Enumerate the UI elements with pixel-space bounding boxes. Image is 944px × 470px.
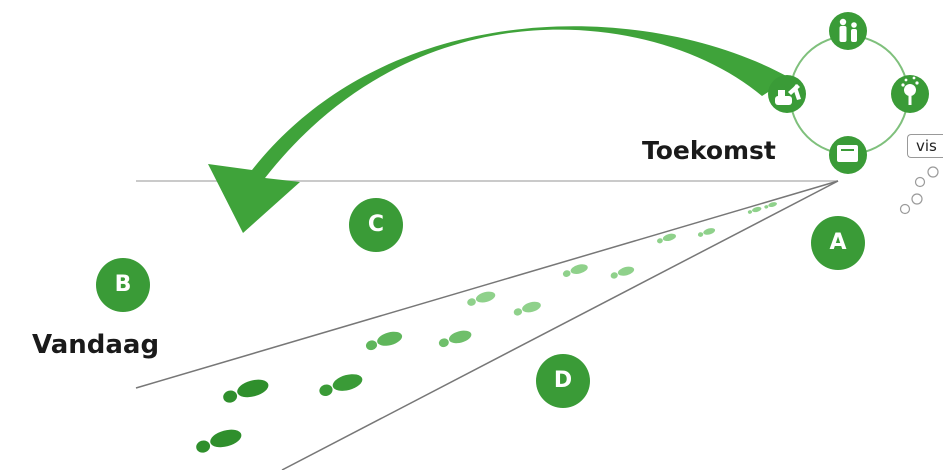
- footprint: [365, 331, 403, 351]
- footprint: [562, 264, 588, 277]
- path-line-lower: [281, 180, 839, 470]
- label-today: Vandaag: [32, 330, 160, 360]
- footprint: [467, 291, 496, 306]
- vis-callout: vis: [907, 134, 943, 158]
- marker-d: D: [536, 354, 590, 408]
- marker-a: A: [811, 216, 865, 270]
- footprint: [610, 266, 635, 279]
- marker-b: B: [96, 258, 150, 312]
- footprints: [196, 202, 777, 453]
- return-arrow: [208, 26, 790, 233]
- footprint: [438, 330, 472, 348]
- footprint: [657, 233, 676, 244]
- footprint: [196, 429, 242, 453]
- excavator-icon: [768, 75, 806, 113]
- footprint: [697, 228, 716, 237]
- label-future: Toekomst: [642, 136, 776, 165]
- footprint: [513, 301, 541, 316]
- footprint: [223, 379, 269, 403]
- footprint: [319, 374, 363, 397]
- tree-icon: [891, 75, 929, 113]
- path-line-upper: [135, 180, 839, 389]
- footprint: [747, 206, 762, 214]
- footprint: [764, 202, 777, 209]
- thought-bubbles: [899, 166, 939, 215]
- box-icon: [829, 136, 867, 174]
- marker-c: C: [349, 198, 403, 252]
- people-icon: [829, 12, 867, 50]
